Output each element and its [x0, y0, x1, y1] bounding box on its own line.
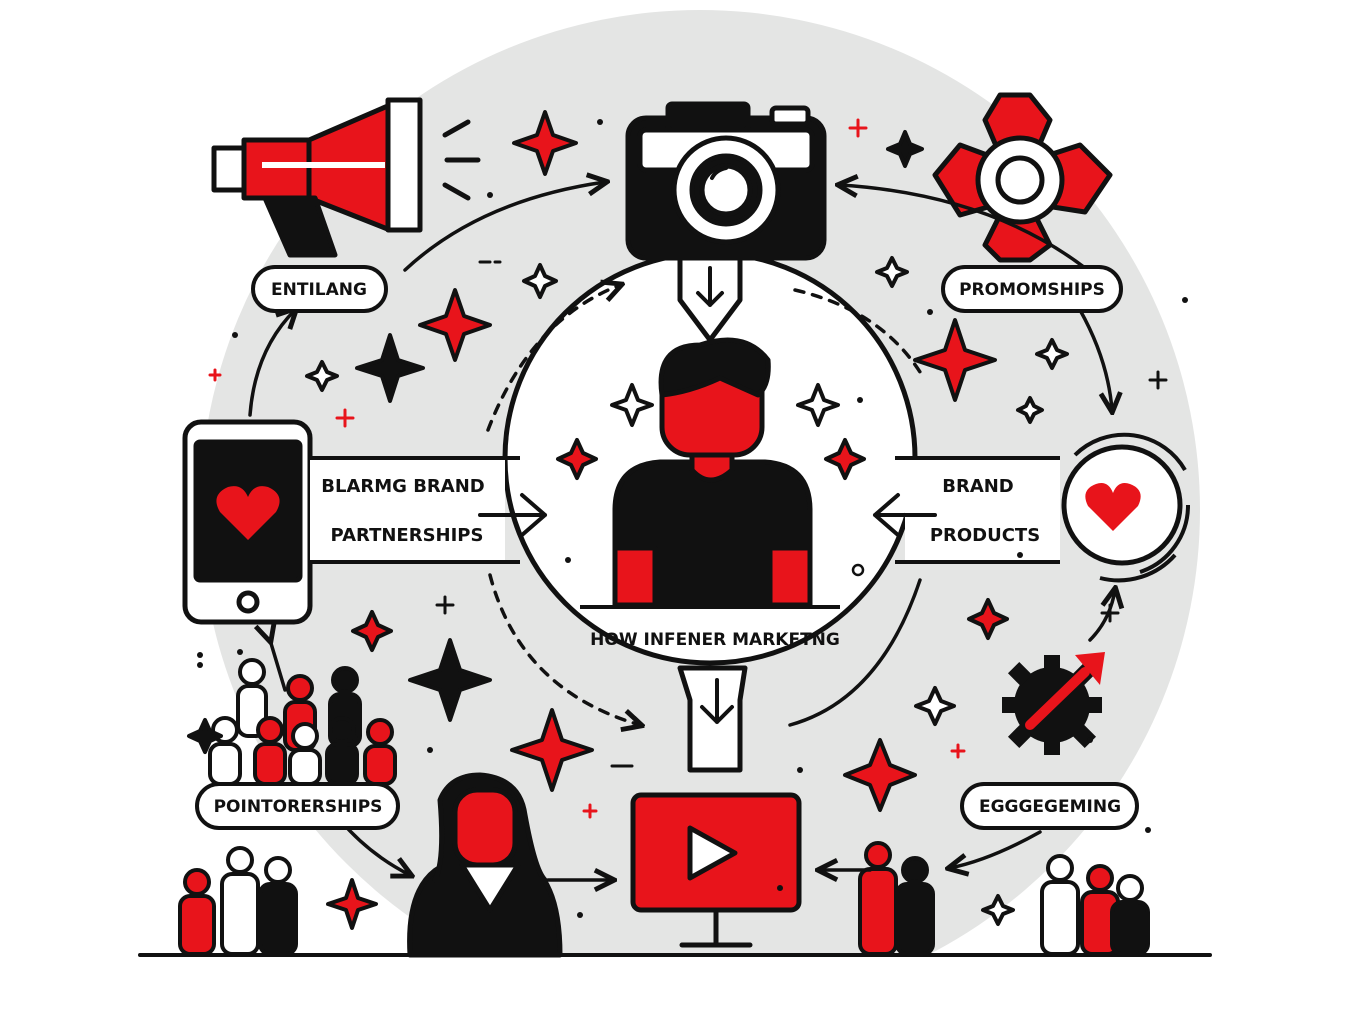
person-bust-icon [580, 337, 840, 609]
crowd-icon [1040, 854, 1150, 956]
crowd-icon [858, 841, 935, 956]
label-entilang: ENTILANG [271, 280, 367, 300]
label-blarmg-brand: BLARMG BRAND [321, 476, 484, 497]
label-brand: BRAND [942, 476, 1014, 497]
decorative-marks [208, 118, 1168, 819]
funnel-down-arrow-icon [696, 266, 724, 307]
decorative-dots [197, 119, 1188, 918]
label-products: PRODUCTS [930, 525, 1040, 546]
woman-portrait-icon [407, 772, 563, 958]
center-caption: HOW INFENER MARKETNG [590, 630, 840, 650]
pill-frames [195, 265, 1139, 830]
crowd-icon [208, 658, 397, 786]
label-pointorerships: POINTORERSHIPS [214, 797, 383, 817]
smartphone-heart-icon [182, 419, 313, 625]
label-partnerships: PARTNERSHIPS [331, 525, 484, 546]
heart-target-icon [1061, 432, 1191, 583]
right-banner-arrow [873, 456, 1060, 564]
camera-icon [625, 101, 827, 261]
video-play-monitor-icon [630, 792, 802, 948]
down-arrow-icon [700, 678, 734, 724]
left-banner-arrow [310, 456, 547, 564]
crowd-icon [178, 846, 298, 956]
label-promomships: PROMOMSHIPS [959, 280, 1105, 300]
label-egggegeming: EGGGEGEMING [979, 797, 1121, 817]
lifebuoy-icon [932, 92, 1113, 263]
flow-arrows [248, 182, 1115, 880]
gear-growth-arrow-icon [1002, 652, 1105, 755]
sparkle-icon [187, 110, 1069, 930]
